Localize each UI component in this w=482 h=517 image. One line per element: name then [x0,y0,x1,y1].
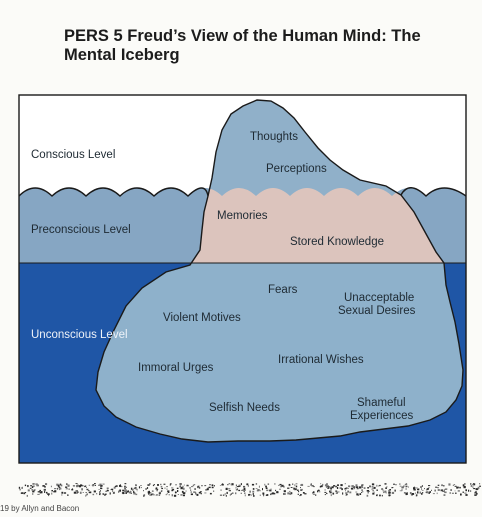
diagram-frame [18,94,467,464]
immoral-urges-label: Immoral Urges [138,362,214,374]
violent-motives-label: Violent Motives [163,312,241,324]
fears-label: Fears [268,284,298,296]
conscious-level-label: Conscious Level [31,149,115,161]
unconscious-level-label: Unconscious Level [31,329,128,341]
page-title: PERS 5 Freud’s View of the Human Mind: T… [64,27,421,64]
sexual-desires-label: Sexual Desires [338,305,416,317]
water-surface-line [18,187,467,197]
copyright-credit: 19 by Allyn and Bacon [0,504,80,513]
selfish-needs-label: Selfish Needs [209,402,280,414]
preconscious-level-label: Preconscious Level [31,224,131,236]
unacceptable-label: Unacceptable [344,292,414,304]
experiences-label: Experiences [350,410,414,422]
perceptions-label: Perceptions [266,163,327,175]
irrational-wishes-label: Irrational Wishes [278,354,364,366]
thoughts-label: Thoughts [250,131,298,143]
shameful-label: Shameful [357,397,406,409]
print-edge-texture [18,483,481,497]
memories-label: Memories [217,210,268,222]
stored-knowledge-label: Stored Knowledge [290,236,384,248]
